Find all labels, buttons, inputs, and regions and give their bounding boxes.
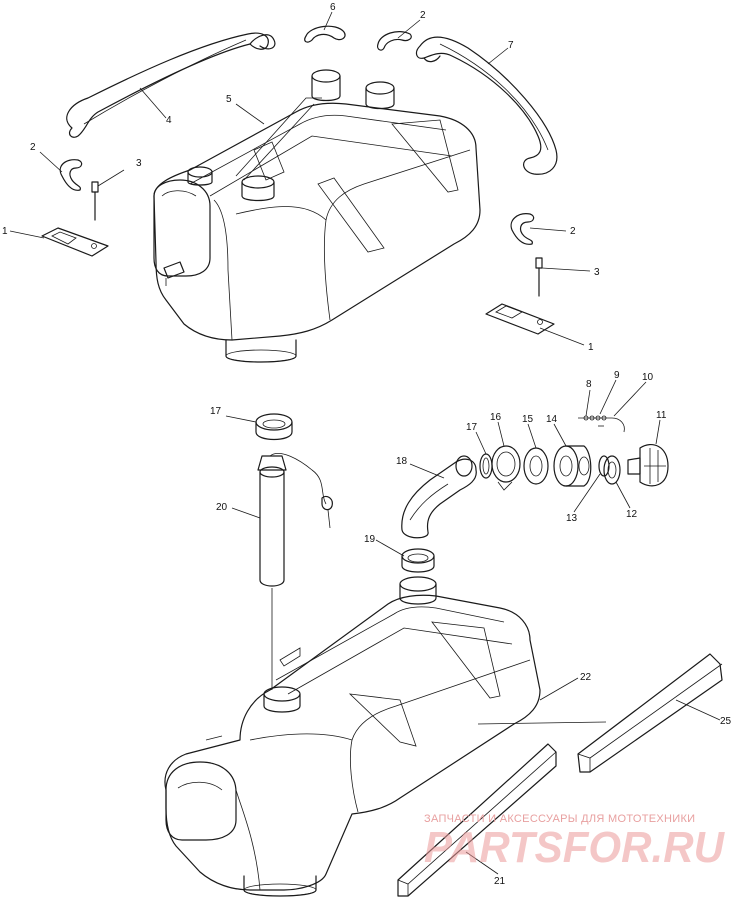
leader-lines — [9, 11, 721, 875]
callout-22: 22 — [580, 672, 592, 683]
strap-7 — [415, 36, 558, 175]
clamp-16 — [491, 445, 521, 491]
watermark-tagline: ЗАПЧАСТИ И АКСЕССУАРЫ ДЛЯ МОТОТЕХНИКИ — [424, 813, 695, 825]
callout-11: 11 — [656, 410, 667, 421]
mount-plate-1-left — [41, 227, 109, 257]
callout-7: 7 — [508, 40, 514, 51]
filler-neck-14 — [553, 445, 592, 487]
callout-10: 10 — [642, 372, 654, 383]
fuel-sender-20 — [257, 453, 333, 690]
clip-2-left — [59, 159, 83, 191]
callout-3-right: 3 — [594, 267, 600, 278]
bolt-3-right — [535, 257, 543, 297]
tether-8-9-10 — [578, 415, 625, 433]
callout-1-left: 1 — [2, 226, 8, 237]
callout-19: 19 — [364, 534, 376, 545]
fuel-tank-5 — [153, 69, 481, 363]
callout-5: 5 — [226, 94, 232, 105]
mount-plate-1-right — [485, 303, 555, 335]
pad-21 — [397, 743, 557, 897]
oring-13 — [598, 455, 610, 477]
callout-numbers: 1 1 2 2 2 3 3 4 5 6 7 8 9 10 11 12 13 14… — [2, 2, 732, 887]
seal-12 — [603, 455, 621, 485]
gasket-15 — [523, 447, 549, 485]
fuel-tank-22 — [164, 576, 541, 897]
callout-21: 21 — [494, 876, 506, 887]
clip-2-top — [377, 31, 412, 51]
callout-17-small: 17 — [466, 422, 478, 433]
callout-2-top: 2 — [420, 10, 426, 21]
strap-4 — [66, 32, 276, 138]
callout-4: 4 — [166, 115, 172, 126]
callout-17-nut: 17 — [210, 406, 222, 417]
callout-6: 6 — [330, 2, 336, 13]
callout-20: 20 — [216, 502, 228, 513]
bolt-3-left — [91, 181, 99, 221]
callout-15: 15 — [522, 414, 534, 425]
callout-2-left: 2 — [30, 142, 36, 153]
callout-13: 13 — [566, 513, 578, 524]
callout-1-right: 1 — [588, 342, 594, 353]
watermark-logo: PARTSFOR.RU — [424, 823, 725, 872]
nut-19 — [401, 548, 435, 573]
pad-25 — [577, 653, 723, 773]
callout-12: 12 — [626, 509, 638, 520]
nut-17 — [255, 413, 293, 441]
callout-18: 18 — [396, 456, 408, 467]
callout-2-right: 2 — [570, 226, 576, 237]
callout-14: 14 — [546, 414, 558, 425]
callout-25: 25 — [720, 716, 732, 727]
clip-6 — [304, 25, 346, 43]
callout-9: 9 — [614, 370, 620, 381]
clip-2-right — [510, 213, 535, 245]
callout-3-left: 3 — [136, 158, 142, 169]
ring-17 — [479, 453, 493, 479]
callout-8: 8 — [586, 379, 592, 390]
watermark: ЗАПЧАСТИ И АКСЕССУАРЫ ДЛЯ МОТОТЕХНИКИ PA… — [424, 813, 725, 872]
filler-hose-18 — [401, 455, 477, 539]
callout-16: 16 — [490, 412, 502, 423]
fuel-cap-11 — [627, 444, 669, 487]
